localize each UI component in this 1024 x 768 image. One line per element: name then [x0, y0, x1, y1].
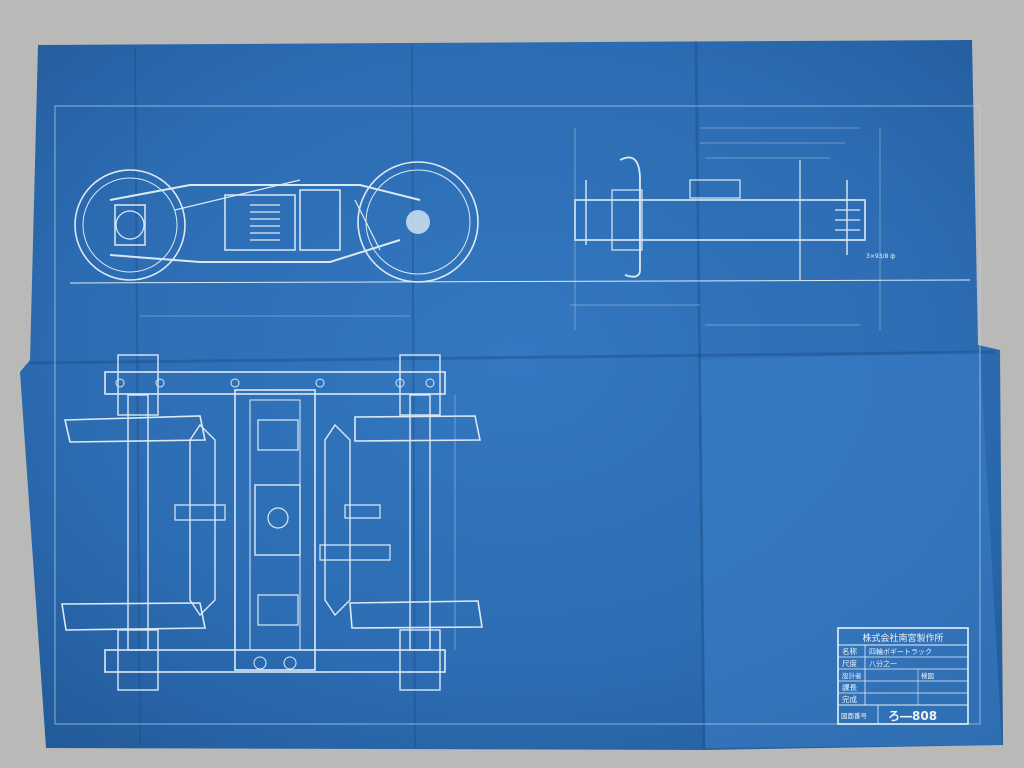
title-block-scale-label: 尺度 — [842, 658, 857, 668]
end-elevation-drawing — [570, 127, 881, 330]
title-block-name-label: 名称 — [842, 646, 857, 656]
title-block-number-label: 図面番号 — [841, 712, 868, 720]
title-block — [837, 627, 969, 725]
title-block-done-label: 完成 — [842, 694, 857, 704]
title-block-scale-value: 八分之一 — [869, 659, 897, 668]
title-block-company: 株式会社南宮製作所 — [862, 632, 943, 644]
title-block-name-value: 四輪ボギートラック — [869, 647, 932, 656]
title-block-manager-label: 課長 — [842, 682, 857, 692]
plan-view-drawing — [61, 354, 483, 691]
side-elevation-drawing — [69, 161, 971, 317]
lower-right-panel — [700, 352, 1002, 748]
title-block-number-value: ろ―808 — [888, 709, 937, 723]
drawing-border — [54, 105, 981, 725]
side-view-annotation: 3×93/8 ф — [866, 253, 895, 260]
title-block-checker-label: 検図 — [921, 671, 934, 680]
title-block-designer-label: 設計者 — [842, 671, 862, 680]
